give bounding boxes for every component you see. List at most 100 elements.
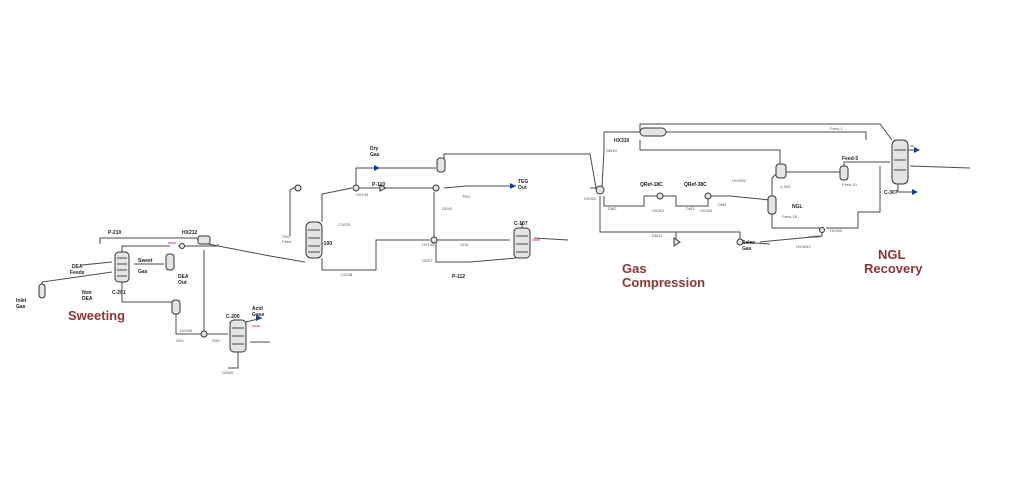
- label-c107: C-107: [514, 221, 528, 227]
- stream-c100-top: [321, 187, 353, 222]
- label-acid-gas-1: Acid: [252, 306, 263, 312]
- stream-c201-bottom: [121, 280, 176, 303]
- arrow-acid-gas: [256, 315, 262, 321]
- label-v305: V-305: [780, 184, 791, 189]
- label-g3nb: G3NB: [222, 370, 233, 375]
- label-feed18: Feed-18: [782, 214, 798, 219]
- label-ngl: NGL: [792, 204, 803, 210]
- label-dm2: DM2: [608, 206, 617, 211]
- label-c307: C-307: [884, 190, 898, 196]
- column-c307: [891, 139, 909, 185]
- label-teg-feed-2: Feed: [282, 239, 291, 244]
- label-dry-gas-2: Gas: [370, 152, 380, 158]
- stream-dm30-loop: [599, 196, 677, 242]
- stream-c100-bottom: [321, 239, 430, 271]
- separator-dea-out: [165, 253, 175, 271]
- vessel-v305: [775, 163, 787, 179]
- label-c100d: C100D: [338, 222, 351, 227]
- stream-c307-out: [909, 165, 971, 169]
- label-hx302: HX302: [584, 196, 597, 201]
- label-hx105: HX105: [422, 242, 435, 247]
- heat-exchanger-hx205: [171, 299, 181, 315]
- label-sales-gas-2: Gas: [742, 246, 752, 252]
- valve-hx305: [819, 227, 825, 233]
- stream-dea-feed: [81, 261, 113, 266]
- label-gd40: GD40: [442, 206, 453, 211]
- label-g54: G54: [176, 338, 184, 343]
- label-feed10: Feed-10: [842, 182, 858, 187]
- label-hx304v: HX304V: [796, 244, 811, 249]
- stream-hx303: [708, 195, 771, 201]
- label-c100b: C100B: [340, 272, 353, 277]
- heat-exchanger-hx310: [639, 127, 667, 137]
- label-g55: G55: [212, 338, 220, 343]
- label-dm4: DM4: [718, 202, 727, 207]
- valve-sweeting: [179, 243, 185, 249]
- label-hx30w: HX30W: [732, 178, 746, 183]
- label-inlet-gas-2: Gas: [16, 304, 26, 310]
- label-p112: P-112: [452, 274, 465, 280]
- stream-hx310-top: [639, 123, 893, 141]
- label-teg: TEG: [462, 194, 470, 199]
- stream-hx205-down: [175, 312, 204, 335]
- label-dry-gas-1: Dry: [370, 146, 379, 152]
- heat-exchanger-hx212: [197, 235, 211, 245]
- label-qref18c: QRef-18C: [640, 182, 663, 188]
- section-title-ngl-recovery-line1: NGL: [878, 247, 906, 262]
- pump-p110: [352, 184, 360, 192]
- label-teg-feed-1: TEG: [282, 234, 290, 239]
- label-hx212: HX212: [182, 230, 198, 236]
- label-gd5: GD5: [460, 242, 469, 247]
- stream-hx212-out: [207, 243, 306, 263]
- label-sweet-gas-1: Sweet: [138, 258, 153, 264]
- stream-sales-gas: [739, 241, 771, 245]
- label-inlet-gas-1: Inlet: [16, 298, 27, 304]
- label-gd07: GD07: [422, 258, 433, 263]
- label-dea-out-2: Out: [178, 280, 187, 286]
- label-c100: -100: [322, 241, 332, 247]
- valve-p110: [379, 184, 388, 192]
- pump-teg-feed: [294, 184, 302, 192]
- stream-c201-top: [121, 245, 170, 252]
- stream-teg-branch: [443, 185, 516, 189]
- label-feed5: Feed-5: [842, 156, 858, 162]
- section-title-sweeting: Sweeting: [68, 308, 125, 323]
- inlet-separator: [38, 283, 46, 299]
- stream-ngl-down: [771, 214, 820, 229]
- label-dea-feeds-2: Feeds: [70, 270, 85, 276]
- stream-c200-bottom: [228, 352, 239, 369]
- label-hx205: HX205: [180, 328, 193, 333]
- arrow-c307-right: [914, 147, 920, 153]
- compressor-qref38c: [704, 192, 712, 200]
- column-c100: [305, 221, 323, 259]
- heat-exchanger-hx302: [595, 185, 605, 195]
- label-non-dea-1: Non: [82, 290, 92, 296]
- label-dea-out-1: DEA: [178, 274, 189, 280]
- label-p110: P-110: [372, 182, 385, 188]
- label-hx310: HX310: [614, 138, 630, 144]
- label-teg-out-1: TEG: [518, 179, 528, 185]
- section-title-gas-compression-line2: Compression: [622, 275, 705, 290]
- arrow-teg-out: [510, 183, 516, 189]
- mixer-hx105: [430, 236, 438, 244]
- stream-to-hx310: [601, 131, 640, 189]
- arrow-c307-bottom: [912, 189, 918, 195]
- mixer-sales-gas: [736, 238, 744, 246]
- label-dm11: DM11: [652, 233, 663, 238]
- heat-exchanger-hx104: [436, 157, 446, 173]
- stream-to-hx212: [178, 244, 219, 247]
- stream-hx310-bottom: [639, 140, 781, 164]
- label-qref38c: QRef-38C: [684, 182, 707, 188]
- label-dm3: DM3: [686, 206, 695, 211]
- section-title-ngl-recovery-line2: Recovery: [864, 261, 923, 276]
- stream-dm11: [676, 231, 741, 242]
- mixer-hx104: [432, 184, 440, 192]
- label-teg-out-2: Out: [518, 185, 527, 191]
- label-feed1: Feed-1: [830, 126, 843, 131]
- label-c201: C-201: [112, 290, 126, 296]
- stream-feed5: [843, 161, 890, 172]
- label-p210: P-210: [108, 230, 122, 236]
- arrow-dry-gas: [374, 165, 380, 171]
